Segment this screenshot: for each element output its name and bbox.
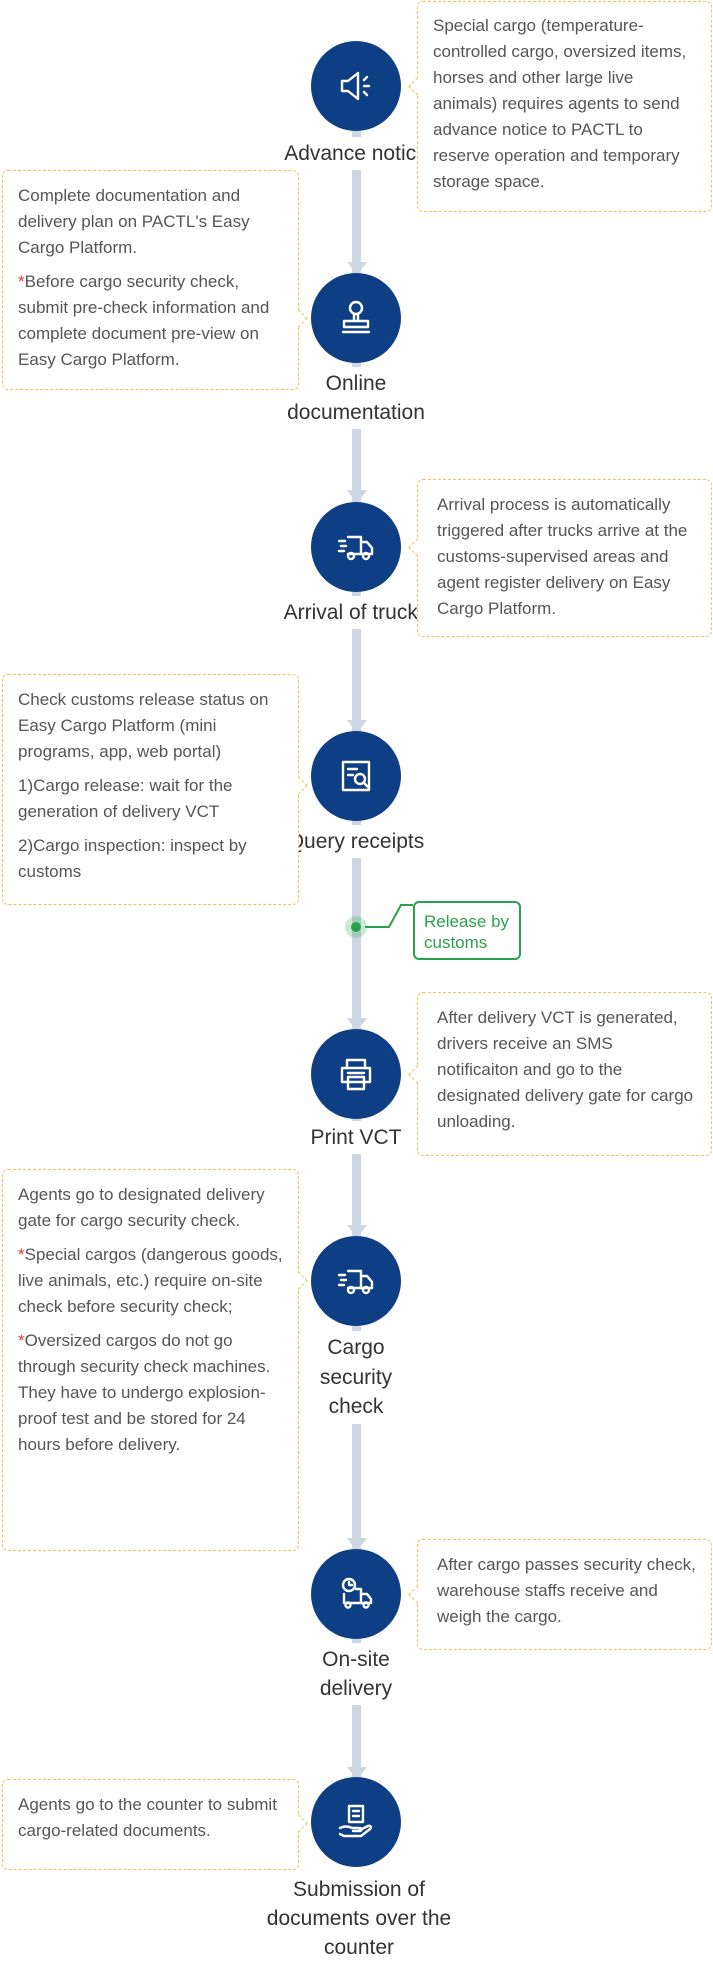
step-node-query-receipts (311, 731, 401, 821)
truck-icon (337, 535, 374, 561)
flow-arrow (347, 262, 367, 275)
flow-arrow (347, 1767, 367, 1780)
step-node-online-documentation (311, 273, 401, 363)
speaker-icon (340, 71, 371, 101)
note-query-receipts: Check customs release status on Easy Car… (2, 674, 299, 905)
flow-arrow (347, 720, 367, 733)
step-node-on-site-delivery (311, 1549, 401, 1639)
hand-document-icon (338, 1804, 373, 1838)
flow-line (352, 130, 361, 1780)
truck-icon (337, 1269, 374, 1295)
stamp-icon (341, 300, 371, 334)
step-label: On-site delivery (256, 1643, 456, 1705)
delivery-clock-icon (341, 1577, 373, 1609)
note-cargo-security-check: Agents go to designated delivery gate fo… (2, 1169, 299, 1551)
note-print-vct: After delivery VCT is generated, drivers… (417, 992, 712, 1156)
flow-arrow (347, 1538, 367, 1551)
flow-arrow (347, 1018, 367, 1031)
note-arrival-of-trucks: Arrival process is automatically trigger… (417, 479, 712, 637)
step-node-submission (311, 1777, 401, 1867)
step-label: Arrival of trucks (256, 596, 456, 629)
step-node-print-vct (311, 1029, 401, 1119)
step-node-advance-notice (311, 41, 401, 131)
note-on-site-delivery: After cargo passes security check, wareh… (417, 1539, 712, 1650)
release-connector (365, 904, 413, 928)
step-label: Submission of documents over the counter (264, 1873, 454, 1964)
note-submission: Agents go to the counter to submit cargo… (2, 1779, 299, 1870)
printer-icon (340, 1058, 372, 1091)
note-online-documentation: Complete documentation and delivery plan… (2, 170, 299, 390)
note-advance-notice: Special cargo (temperature-controlled ca… (417, 1, 712, 212)
release-by-customs-label: Release by customs (413, 901, 521, 960)
search-document-icon (341, 760, 371, 792)
flow-arrow (347, 1225, 367, 1238)
step-node-arrival-of-trucks (311, 502, 401, 592)
release-marker (345, 916, 367, 938)
step-node-cargo-security-check (311, 1236, 401, 1326)
flow-arrow (347, 490, 367, 503)
